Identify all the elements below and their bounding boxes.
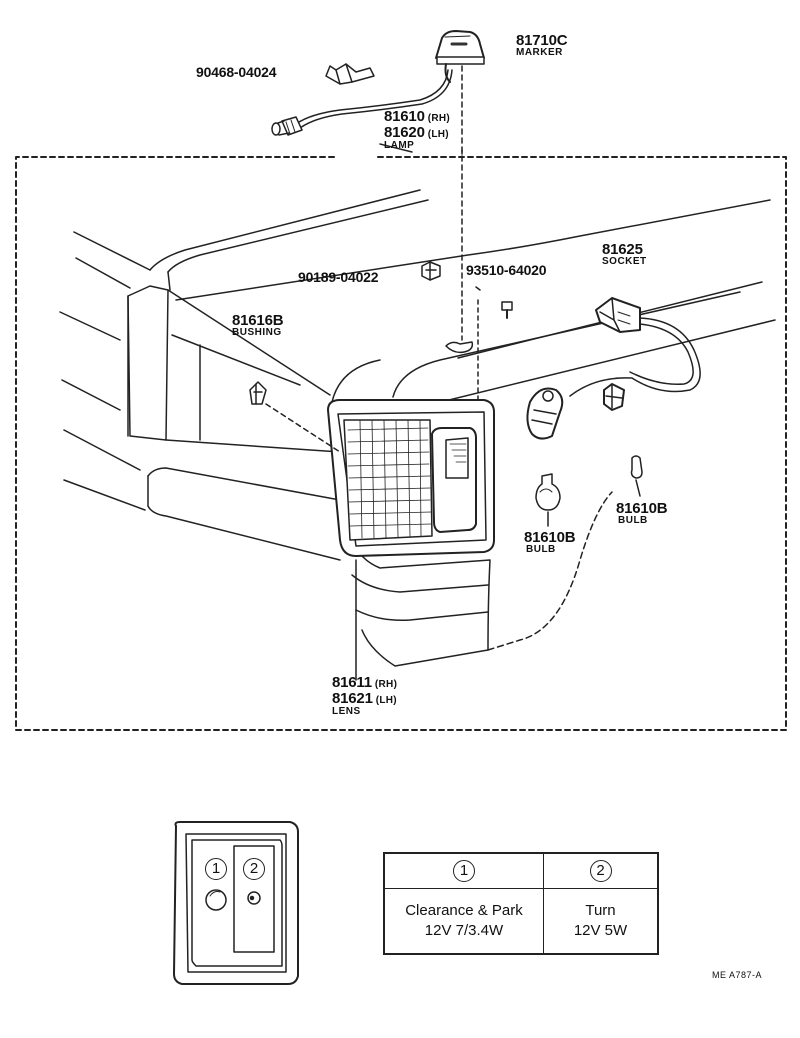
- bulb-small-part-number: 81610B: [616, 500, 668, 517]
- lamp-rh-side: (RH): [427, 113, 451, 124]
- lamp-lh-side: (LH): [427, 129, 449, 140]
- spec-col1-header-cell: 1: [383, 852, 544, 889]
- lamp-label: 81610(RH) 81620(LH) LAMP: [384, 109, 450, 151]
- lens-part-name: LENS: [332, 706, 361, 717]
- assembly-boundary: [15, 156, 787, 731]
- wire-connector-icon: [271, 116, 303, 136]
- bushing-part-number: 81616B: [232, 312, 284, 329]
- lens-rh-side: (RH): [374, 679, 398, 690]
- lens-rh-number: 81611: [332, 674, 372, 691]
- bulb-spec-table: 1 2 Clearance & Park 12V 7/3.4W Turn 12V…: [383, 852, 659, 955]
- spec-col2-header-cell: 2: [543, 852, 659, 889]
- socket-part-number: 81625: [602, 241, 643, 258]
- inset-section-2-number: 2: [243, 858, 265, 880]
- lens-lh-side: (LH): [375, 695, 397, 706]
- marker-part-number: 81710C: [516, 32, 568, 49]
- socket-label: 81625 SOCKET: [602, 242, 647, 267]
- socket-wire: [569, 317, 701, 397]
- screw-icon: [501, 301, 513, 319]
- socket-part-name: SOCKET: [602, 256, 647, 267]
- inset-section-1-number: 1: [205, 858, 227, 880]
- lens-label: 81611(RH) 81621(LH) LENS: [332, 675, 397, 717]
- spec-col2-rating: 12V 5W: [573, 922, 628, 939]
- nut-part-number: 90189-04022: [298, 269, 379, 285]
- bulb-large-part-number: 81610B: [524, 529, 576, 546]
- marker-wire: [295, 69, 449, 125]
- bushing-label: 81616B BUSHING: [232, 312, 284, 338]
- lamp-rh-number: 81610: [384, 108, 425, 125]
- marker-lamp-icon: [435, 30, 485, 83]
- clip-part-number: 90468-04024: [196, 64, 277, 80]
- bulb-large-icon: [535, 473, 561, 511]
- diagram-code: ME A787-A: [712, 970, 763, 980]
- bulb-large-part-name: BULB: [526, 544, 556, 555]
- spec-col2-function: Turn: [585, 902, 616, 919]
- spec-col2-header: 2: [589, 860, 612, 882]
- bulb-large-label: 81610B BULB: [524, 529, 576, 555]
- socket-connector-icon: [595, 297, 641, 333]
- inset-lamp-drawing: [173, 821, 299, 985]
- bulb-small-label: 81610B BULB: [616, 500, 668, 526]
- bushing-icon: [249, 381, 267, 405]
- lamp-part-name: LAMP: [384, 140, 415, 151]
- bulb-socket-small-icon: [603, 383, 625, 411]
- wire-clip-icon: [325, 63, 375, 85]
- screw-part-number: 93510-64020: [466, 262, 547, 278]
- inset-section-1-marker: 1: [205, 858, 227, 880]
- bushing-part-name: BUSHING: [232, 327, 282, 338]
- spec-col1-rating: 12V 7/3.4W: [424, 922, 504, 939]
- nut-icon: [421, 261, 441, 281]
- bulb-small-icon: [630, 455, 643, 479]
- spec-col1-body: Clearance & Park 12V 7/3.4W: [383, 888, 544, 955]
- marker-part-name: MARKER: [516, 47, 563, 58]
- lamp-lh-number: 81620: [384, 124, 425, 141]
- spec-col2-body: Turn 12V 5W: [543, 888, 659, 955]
- rear-lamp-assembly: [327, 399, 495, 557]
- bulb-small-part-name: BULB: [618, 515, 648, 526]
- lens-lh-number: 81621: [332, 690, 373, 707]
- bulb-socket-large-icon: [526, 387, 564, 440]
- inset-section-2-marker: 2: [243, 858, 265, 880]
- marker-label: 81710C MARKER: [516, 32, 568, 58]
- spec-col1-header: 1: [453, 860, 475, 882]
- spec-col1-function: Clearance & Park: [405, 902, 523, 919]
